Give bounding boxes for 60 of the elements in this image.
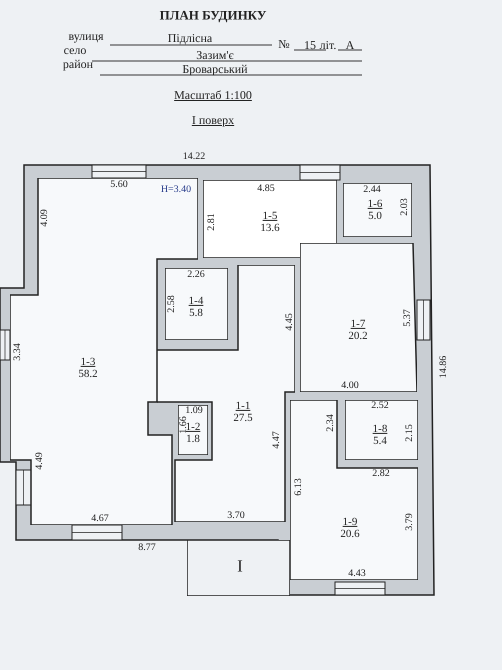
dimension-label: 2.26: [187, 270, 205, 280]
field-value: Броварський: [182, 63, 248, 75]
field-label: №: [278, 38, 290, 50]
dimension-label: 2.52: [371, 401, 389, 411]
dimension-label: 1.09: [185, 406, 203, 416]
room-number: 1-6: [368, 198, 382, 210]
dimension-label: 4.47: [272, 431, 282, 449]
dimension-label: 4.00: [341, 381, 359, 391]
dimension-label: 14.86: [439, 356, 449, 378]
field-label: вулиця: [68, 30, 104, 42]
dimension-label: 2.15: [405, 424, 415, 442]
dimension-label: 6.13: [294, 478, 304, 496]
room-number: 1-2: [186, 420, 200, 433]
dimension-label: 5.60: [110, 180, 128, 190]
room-area: 27.5: [233, 412, 253, 424]
room-area: 58.2: [78, 368, 98, 380]
field-label: літ.: [320, 39, 336, 51]
room-area: 13.6: [260, 222, 280, 234]
field-label: район: [62, 58, 94, 70]
room-number: 1-9: [342, 516, 358, 528]
dimension-label: 3.70: [227, 511, 245, 521]
dimension-label: 4.09: [40, 209, 50, 227]
room-area: 1.8: [186, 433, 200, 446]
dimension-label: 4.67: [91, 514, 109, 524]
field-value: А: [346, 39, 354, 51]
field-label: село: [64, 44, 86, 56]
field-value: Підлісна: [168, 32, 212, 44]
plan-title: ПЛАН БУДИНКУ: [160, 8, 266, 22]
dimension-label: 5.37: [403, 309, 413, 327]
dimension-label: 14.22: [182, 152, 206, 162]
dimension-label: 4.45: [285, 313, 295, 331]
dimension-label: 4.43: [348, 569, 366, 579]
dimension-label: 3.34: [13, 343, 23, 361]
field-value: 15: [304, 39, 316, 51]
room-number: 1-3: [80, 356, 96, 368]
dimension-label: 2.03: [400, 198, 410, 216]
room-number: 1-8: [372, 422, 388, 435]
field-value: Зазим'є: [196, 49, 234, 61]
dimension-label: 8.77: [138, 543, 156, 553]
dimension-label: 2.44: [363, 185, 381, 195]
room-area: 20.2: [348, 330, 368, 342]
dimension-label: 3.79: [405, 513, 415, 531]
room-area: 5.0: [368, 210, 382, 222]
room-area: 5.4: [372, 435, 388, 448]
dimension-label: 2.58: [167, 295, 177, 313]
dimension-label: 2.81: [207, 213, 217, 231]
dimension-label: 2.34: [326, 414, 336, 432]
room-area: 20.6: [340, 528, 360, 540]
dimension-label: 4.49: [35, 452, 45, 470]
room-number: 1-5: [262, 210, 278, 222]
dimension-label: 2.82: [372, 469, 390, 479]
ceiling-height-label: H=3.40: [160, 185, 192, 195]
room-number: 1-7: [350, 318, 366, 330]
room-number: 1-1: [234, 400, 252, 412]
porch-number: I: [237, 558, 243, 576]
dimension-label: 4.85: [257, 184, 275, 194]
room-area: 5.8: [188, 307, 204, 320]
floor-name: I поверх: [192, 114, 234, 126]
room-number: 1-4: [188, 294, 204, 307]
scale-note: Масштаб 1:100: [174, 89, 252, 101]
